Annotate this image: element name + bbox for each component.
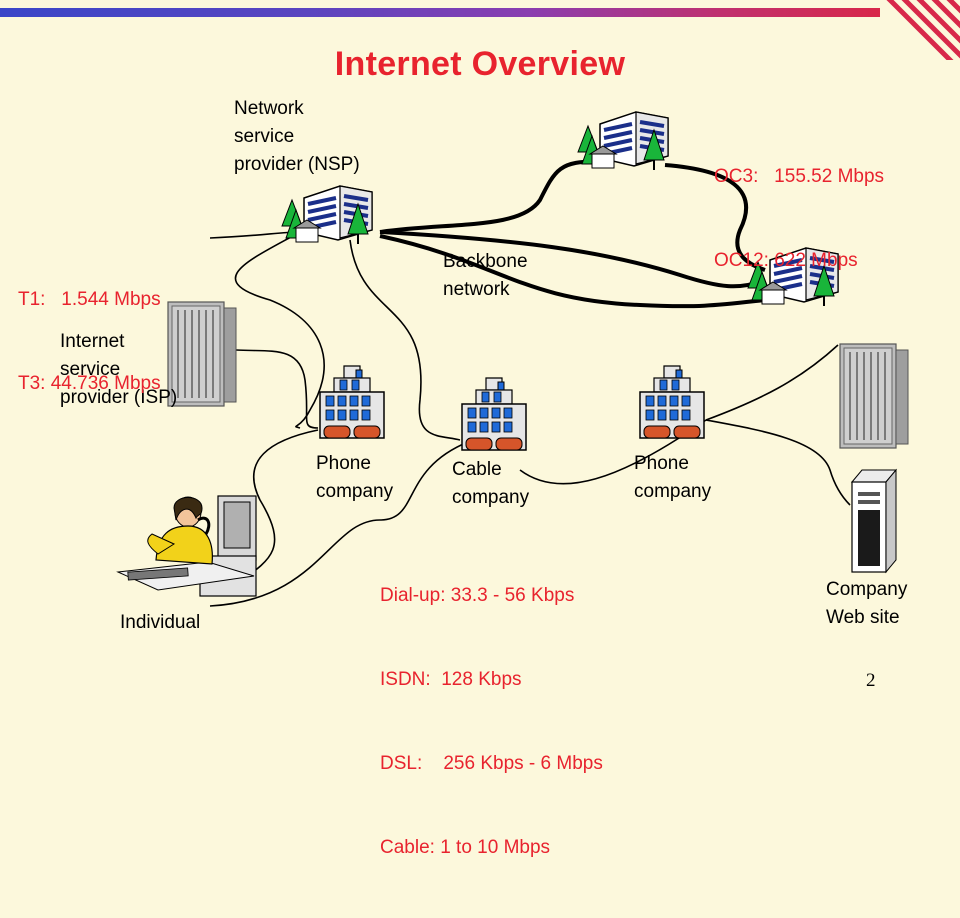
slide: Internet Overview xyxy=(0,0,960,858)
nsp-server-building-icon xyxy=(280,184,374,246)
isp-label: Internet service provider (ISP) xyxy=(60,331,178,408)
phone-company-left-building-icon xyxy=(319,365,385,439)
page-number: 2 xyxy=(866,670,876,691)
backbone-label: Backbone network xyxy=(443,251,528,300)
t1-speed: T1: 1.544 Mbps xyxy=(18,289,161,310)
company-web-site-label: Company Web site xyxy=(826,579,908,628)
tower-pc-icon xyxy=(850,468,898,574)
person-at-desk-icon xyxy=(116,495,257,597)
access-speeds: Dial-up: 33.3 - 56 Kbps ISDN: 128 Kbps D… xyxy=(380,526,603,918)
nsp-label: Network service provider (NSP) xyxy=(234,98,360,175)
company-rack-server-icon xyxy=(839,343,909,449)
connection-lines xyxy=(209,231,851,607)
cable-speed: Cable: 1 to 10 Mbps xyxy=(380,837,551,858)
cable-company-label: Cable company xyxy=(452,459,530,508)
backbone-server-building-top-icon xyxy=(576,110,670,172)
oc12-speed: OC12: 622 Mbps xyxy=(714,250,858,271)
slide-title: Internet Overview xyxy=(334,45,626,83)
isp-rack-server-icon xyxy=(167,301,237,407)
individual-label: Individual xyxy=(120,612,201,633)
t3-speed: T3: 44.736 Mbps xyxy=(18,373,161,394)
title-bar-stripe xyxy=(0,8,880,17)
dialup-speed: Dial-up: 33.3 - 56 Kbps xyxy=(380,585,575,606)
dsl-speed: DSL: 256 Kbps - 6 Mbps xyxy=(380,753,603,774)
corner-stripes-icon xyxy=(886,0,960,60)
phone-company-right-label: Phone company xyxy=(634,453,712,502)
trunk-speeds: T1: 1.544 Mbps T3: 44.736 Mbps xyxy=(18,230,161,454)
oc3-speed: OC3: 155.52 Mbps xyxy=(714,166,885,187)
optical-speeds: OC3: 155.52 Mbps OC12: 622 Mbps xyxy=(714,107,884,331)
backbone-lines xyxy=(379,159,766,309)
isdn-speed: ISDN: 128 Kbps xyxy=(380,669,522,690)
network-diagram xyxy=(116,110,909,607)
phone-company-left-label: Phone company xyxy=(316,453,394,502)
phone-company-right-building-icon xyxy=(639,365,705,439)
cable-company-building-icon xyxy=(461,377,527,451)
